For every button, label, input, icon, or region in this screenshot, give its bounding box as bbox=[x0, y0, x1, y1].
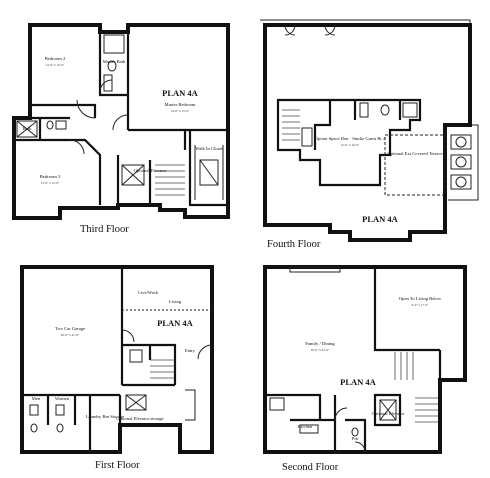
second-elevator-label: Optional Elevator bbox=[372, 411, 405, 416]
ac-units bbox=[450, 134, 472, 190]
fourth-option-space-label: Option Space Den · Studio Guest Br 4 bbox=[315, 136, 386, 141]
svg-text:14'-0" x 15'-0": 14'-0" x 15'-0" bbox=[171, 109, 190, 113]
third-floor-caption: Third Floor bbox=[80, 224, 129, 235]
second-floor-plan: Open To Living Below 9'-0" x 17'-0" Fami… bbox=[263, 265, 467, 473]
third-master-bath-label: Master Bath bbox=[103, 59, 126, 64]
svg-text:20'-0" x 22'-0": 20'-0" x 22'-0" bbox=[311, 348, 330, 352]
second-plan-label: PLAN 4A bbox=[340, 377, 377, 387]
third-bedroom3-label: Bedroom 3 bbox=[40, 174, 61, 179]
svg-text:9'-0" x 17'-0": 9'-0" x 17'-0" bbox=[411, 303, 429, 307]
fourth-floor-plan: Option Space Den · Studio Guest Br 4 12'… bbox=[260, 19, 479, 250]
fourth-terrace-label: Optional Ext Covered Terrace bbox=[387, 151, 442, 156]
third-bath-label: Bath bbox=[23, 126, 32, 131]
third-master-bedroom-label: Master Bedroom bbox=[164, 102, 195, 107]
first-floor-caption: First Floor bbox=[95, 460, 140, 471]
third-elevator-label: Optional Elevator bbox=[134, 168, 167, 173]
second-family-dining-label: Family / Dining bbox=[305, 341, 335, 346]
second-kitchen-label: Kitchen bbox=[298, 424, 313, 429]
svg-text:12'-0" x 10'-0": 12'-0" x 10'-0" bbox=[46, 63, 65, 67]
svg-text:11'-0" x 12'-0": 11'-0" x 12'-0" bbox=[41, 181, 60, 185]
svg-text:12'-0" x 10'-0": 12'-0" x 10'-0" bbox=[341, 143, 360, 147]
first-garage-label: Two Car Garage bbox=[55, 326, 85, 331]
svg-text:20'-0" x 21'-0": 20'-0" x 21'-0" bbox=[61, 333, 80, 337]
first-women-label: Women bbox=[55, 396, 70, 401]
third-floor-plan: Bedroom 2 12'-0" x 10'-0" Master Bath PL… bbox=[12, 23, 230, 235]
first-men-label: Men bbox=[32, 396, 41, 401]
fourth-floor-caption: Fourth Floor bbox=[267, 239, 321, 250]
second-open-label: Open To Living Below bbox=[399, 296, 442, 301]
second-floor-caption: Second Floor bbox=[282, 462, 339, 473]
third-walk-in-closet-label: Walk In Closet bbox=[195, 146, 223, 151]
third-plan-label: PLAN 4A bbox=[162, 88, 199, 98]
first-elevator-label: Optional Elevator storage bbox=[116, 416, 163, 421]
first-living-label: Living bbox=[169, 299, 182, 304]
first-floor-plan: Two Car Garage 20'-0" x 21'-0" Live/Work… bbox=[20, 265, 214, 471]
fourth-plan-label: PLAN 4A bbox=[362, 214, 399, 224]
second-pdr-label: Pdr bbox=[352, 436, 359, 441]
first-live-work-label: Live/Work bbox=[138, 290, 158, 295]
third-bedroom2-label: Bedroom 2 bbox=[45, 56, 66, 61]
first-plan-label: PLAN 4A bbox=[157, 318, 194, 328]
first-entry-label: Entry bbox=[185, 348, 196, 353]
first-laundry-label: Laundry Rm Storage bbox=[86, 414, 125, 419]
